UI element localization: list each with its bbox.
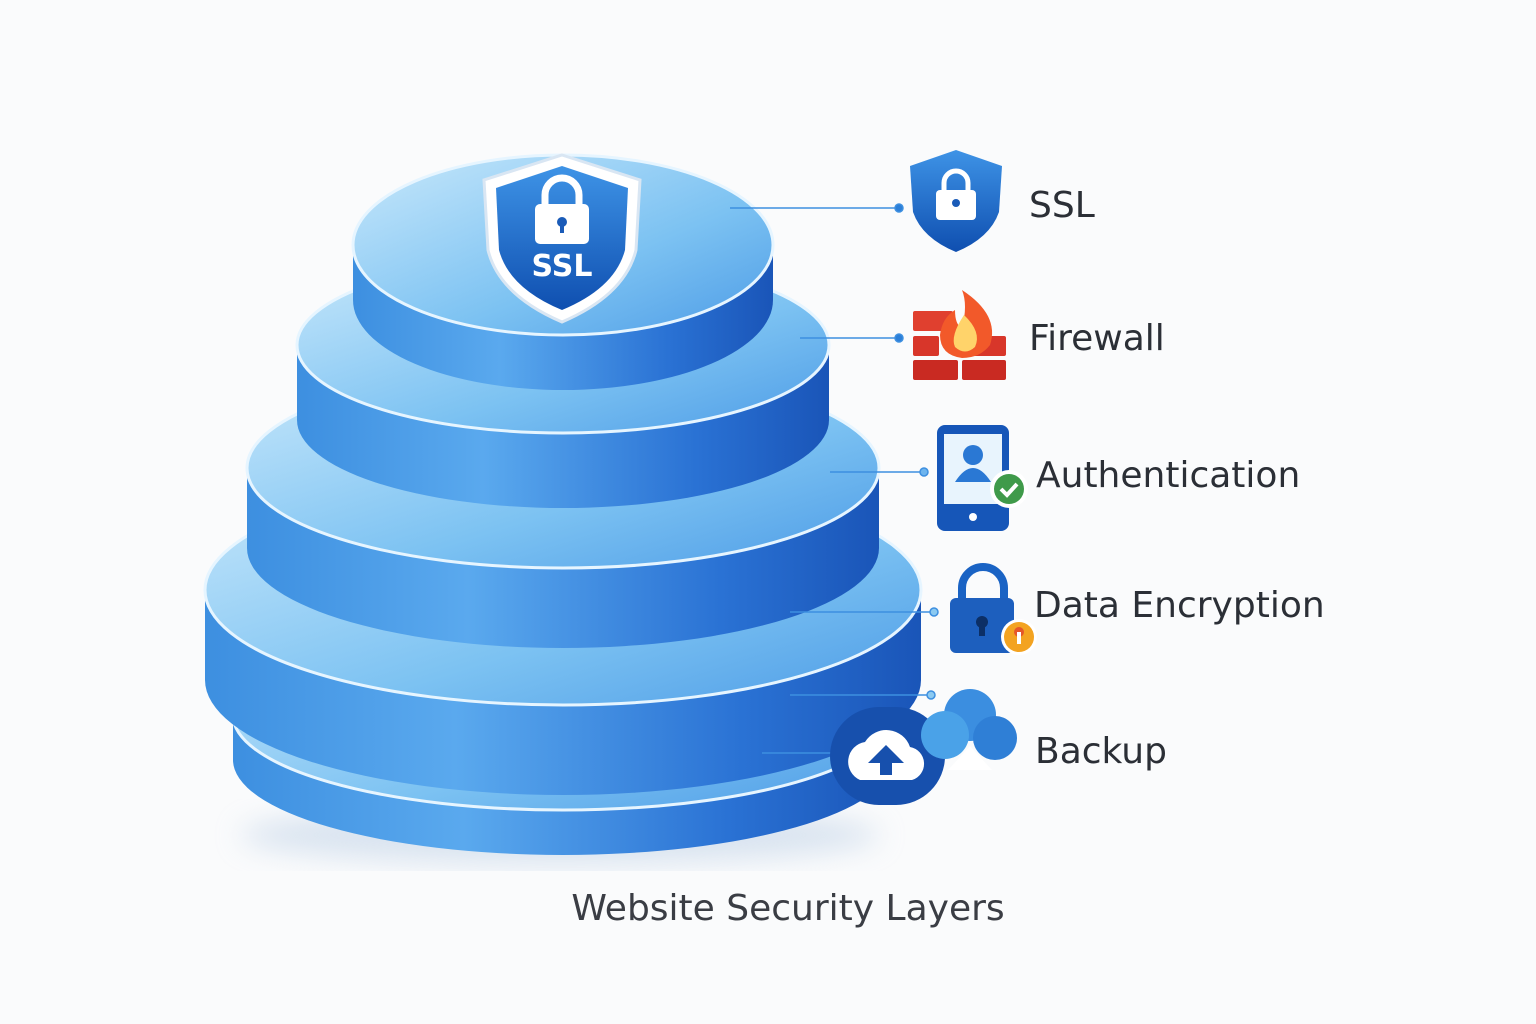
layer-label-data-encryption: Data Encryption	[1034, 585, 1325, 626]
cloud-backup-icon	[830, 689, 1017, 805]
layer-label-ssl: SSL	[1029, 185, 1095, 226]
ssl-shield-icon: SSL	[482, 153, 642, 324]
connector-lines	[730, 203, 939, 754]
firewall-icon	[913, 290, 1006, 380]
layer-label-firewall: Firewall	[1029, 318, 1165, 359]
shield-text: SSL	[532, 249, 593, 284]
diagram-title: Website Security Layers	[571, 888, 1005, 929]
stack-tiers	[203, 153, 923, 855]
mobile-auth-icon	[937, 425, 1028, 531]
shield-lock-icon	[910, 150, 1002, 252]
layer-label-backup: Backup	[1035, 731, 1167, 772]
padlock-key-icon	[950, 563, 1037, 655]
layer-label-authentication: Authentication	[1036, 455, 1301, 496]
